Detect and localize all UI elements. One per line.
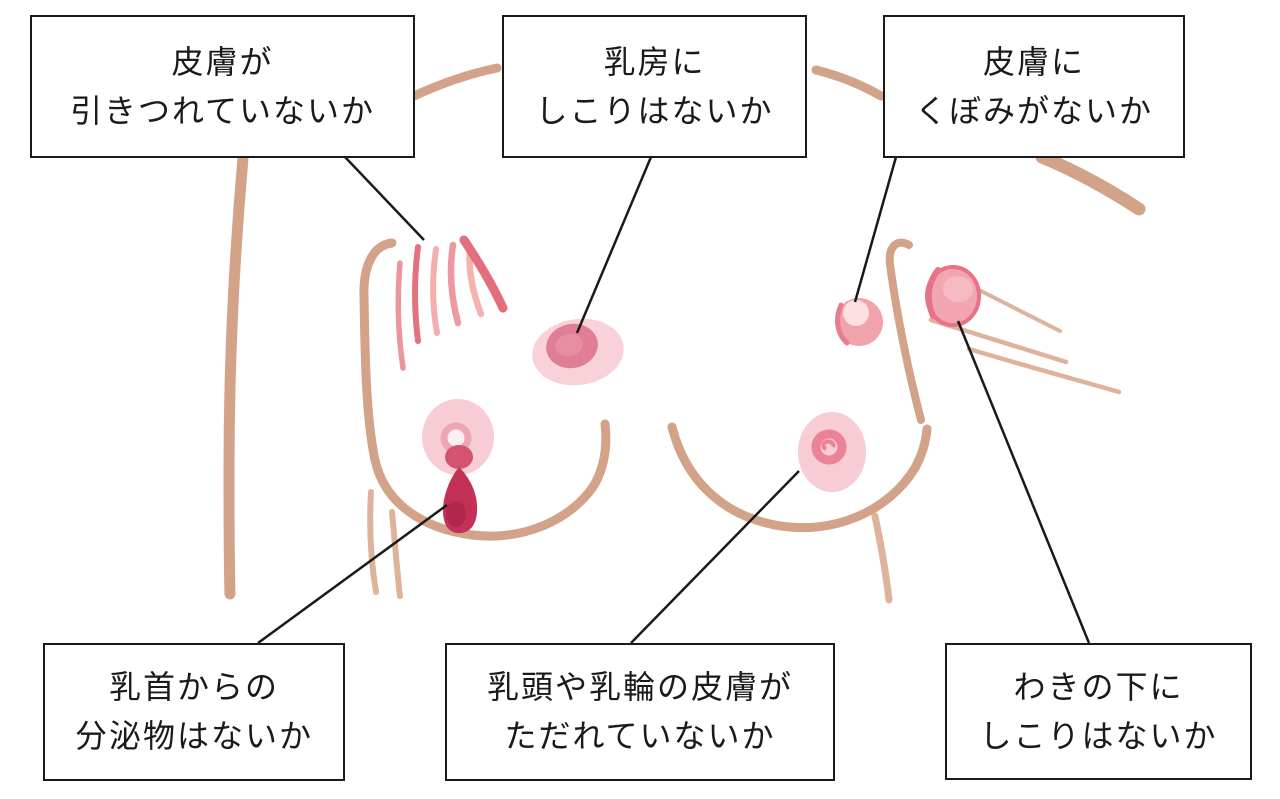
label-skin-pulling-line2: 引きつれていないか (69, 91, 376, 130)
right-breast-side-outline (885, 238, 925, 424)
label-nipple-discharge-line2: 分泌物はないか (74, 717, 313, 755)
label-nipple-discharge-line1: 乳首からの (108, 668, 279, 707)
label-skin-dimple-line1: 皮膚に (982, 42, 1085, 81)
leader-line-skin-pulling (344, 156, 425, 241)
left-nipple-area (422, 399, 494, 534)
leader-line-areola-erosion (630, 470, 800, 644)
right-upper-arm-stroke (1035, 150, 1146, 216)
label-armpit-lump-line2: しこりはないか (979, 716, 1218, 755)
label-breast-lump-line2: しこりはないか (535, 91, 774, 130)
leader-lines (257, 156, 1091, 645)
left-arm-stroke (223, 152, 249, 600)
label-skin-pulling: 皮膚が 引きつれていないか (30, 15, 415, 158)
breast-lump-mark (532, 318, 624, 386)
armpit-crease-stroke-3 (966, 346, 1122, 395)
label-nipple-discharge: 乳首からの 分泌物はないか (43, 643, 345, 781)
right-nipple-ring (811, 429, 847, 465)
label-breast-lump: 乳房に しこりはないか (502, 15, 807, 158)
leader-line-nipple-discharge (257, 503, 448, 645)
leader-line-skin-dimple (853, 156, 898, 303)
label-armpit-lump-line1: わきの下に (1013, 667, 1184, 706)
left-underbreast-stroke-2 (389, 509, 403, 599)
right-shoulder-stroke (811, 65, 886, 101)
left-shoulder-stroke (409, 63, 502, 101)
pucker-streak-2 (412, 244, 421, 344)
leader-line-breast-lump (575, 156, 653, 334)
right-nipple-curl (821, 439, 836, 451)
label-skin-dimple: 皮膚に くぼみがないか (883, 15, 1185, 158)
label-skin-pulling-line1: 皮膚が (171, 42, 274, 81)
label-breast-lump-line1: 乳房に (603, 42, 706, 81)
skin-dimple-mark (835, 298, 883, 346)
right-nipple-area (798, 412, 866, 492)
left-nipple (445, 445, 473, 469)
right-breast-underline (667, 422, 932, 533)
armpit-lump-mark (925, 265, 981, 327)
label-areola-erosion: 乳頭や乳輪の皮膚が ただれていないか (445, 643, 835, 781)
dimple-shadow-edge (835, 302, 850, 346)
left-underbreast-stroke-1 (367, 489, 379, 595)
pucker-streak-3 (430, 246, 440, 336)
left-breast-outline (359, 238, 611, 541)
leader-line-armpit-lump (956, 320, 1091, 644)
label-armpit-lump: わきの下に しこりはないか (945, 643, 1252, 780)
label-skin-dimple-line2: くぼみがないか (914, 91, 1153, 130)
armpit-lump-highlight (943, 276, 973, 302)
skin-pucker-streaks (395, 235, 508, 371)
label-areola-erosion-line1: 乳頭や乳輪の皮膚が (486, 668, 793, 707)
pucker-streak-1 (395, 260, 406, 371)
dimple-highlight (843, 300, 869, 326)
pucker-streak-4 (447, 241, 462, 327)
armpit-crease-stroke-1 (971, 285, 1062, 333)
right-belly-stroke (871, 512, 893, 604)
armpit-lump-shadow-edge (925, 267, 941, 319)
nipple-discharge-shade (446, 501, 466, 527)
right-areola (798, 412, 866, 492)
breast-lump-highlight (555, 333, 583, 357)
label-areola-erosion-line2: ただれていないか (504, 717, 776, 755)
pucker-streak-6 (459, 235, 508, 313)
